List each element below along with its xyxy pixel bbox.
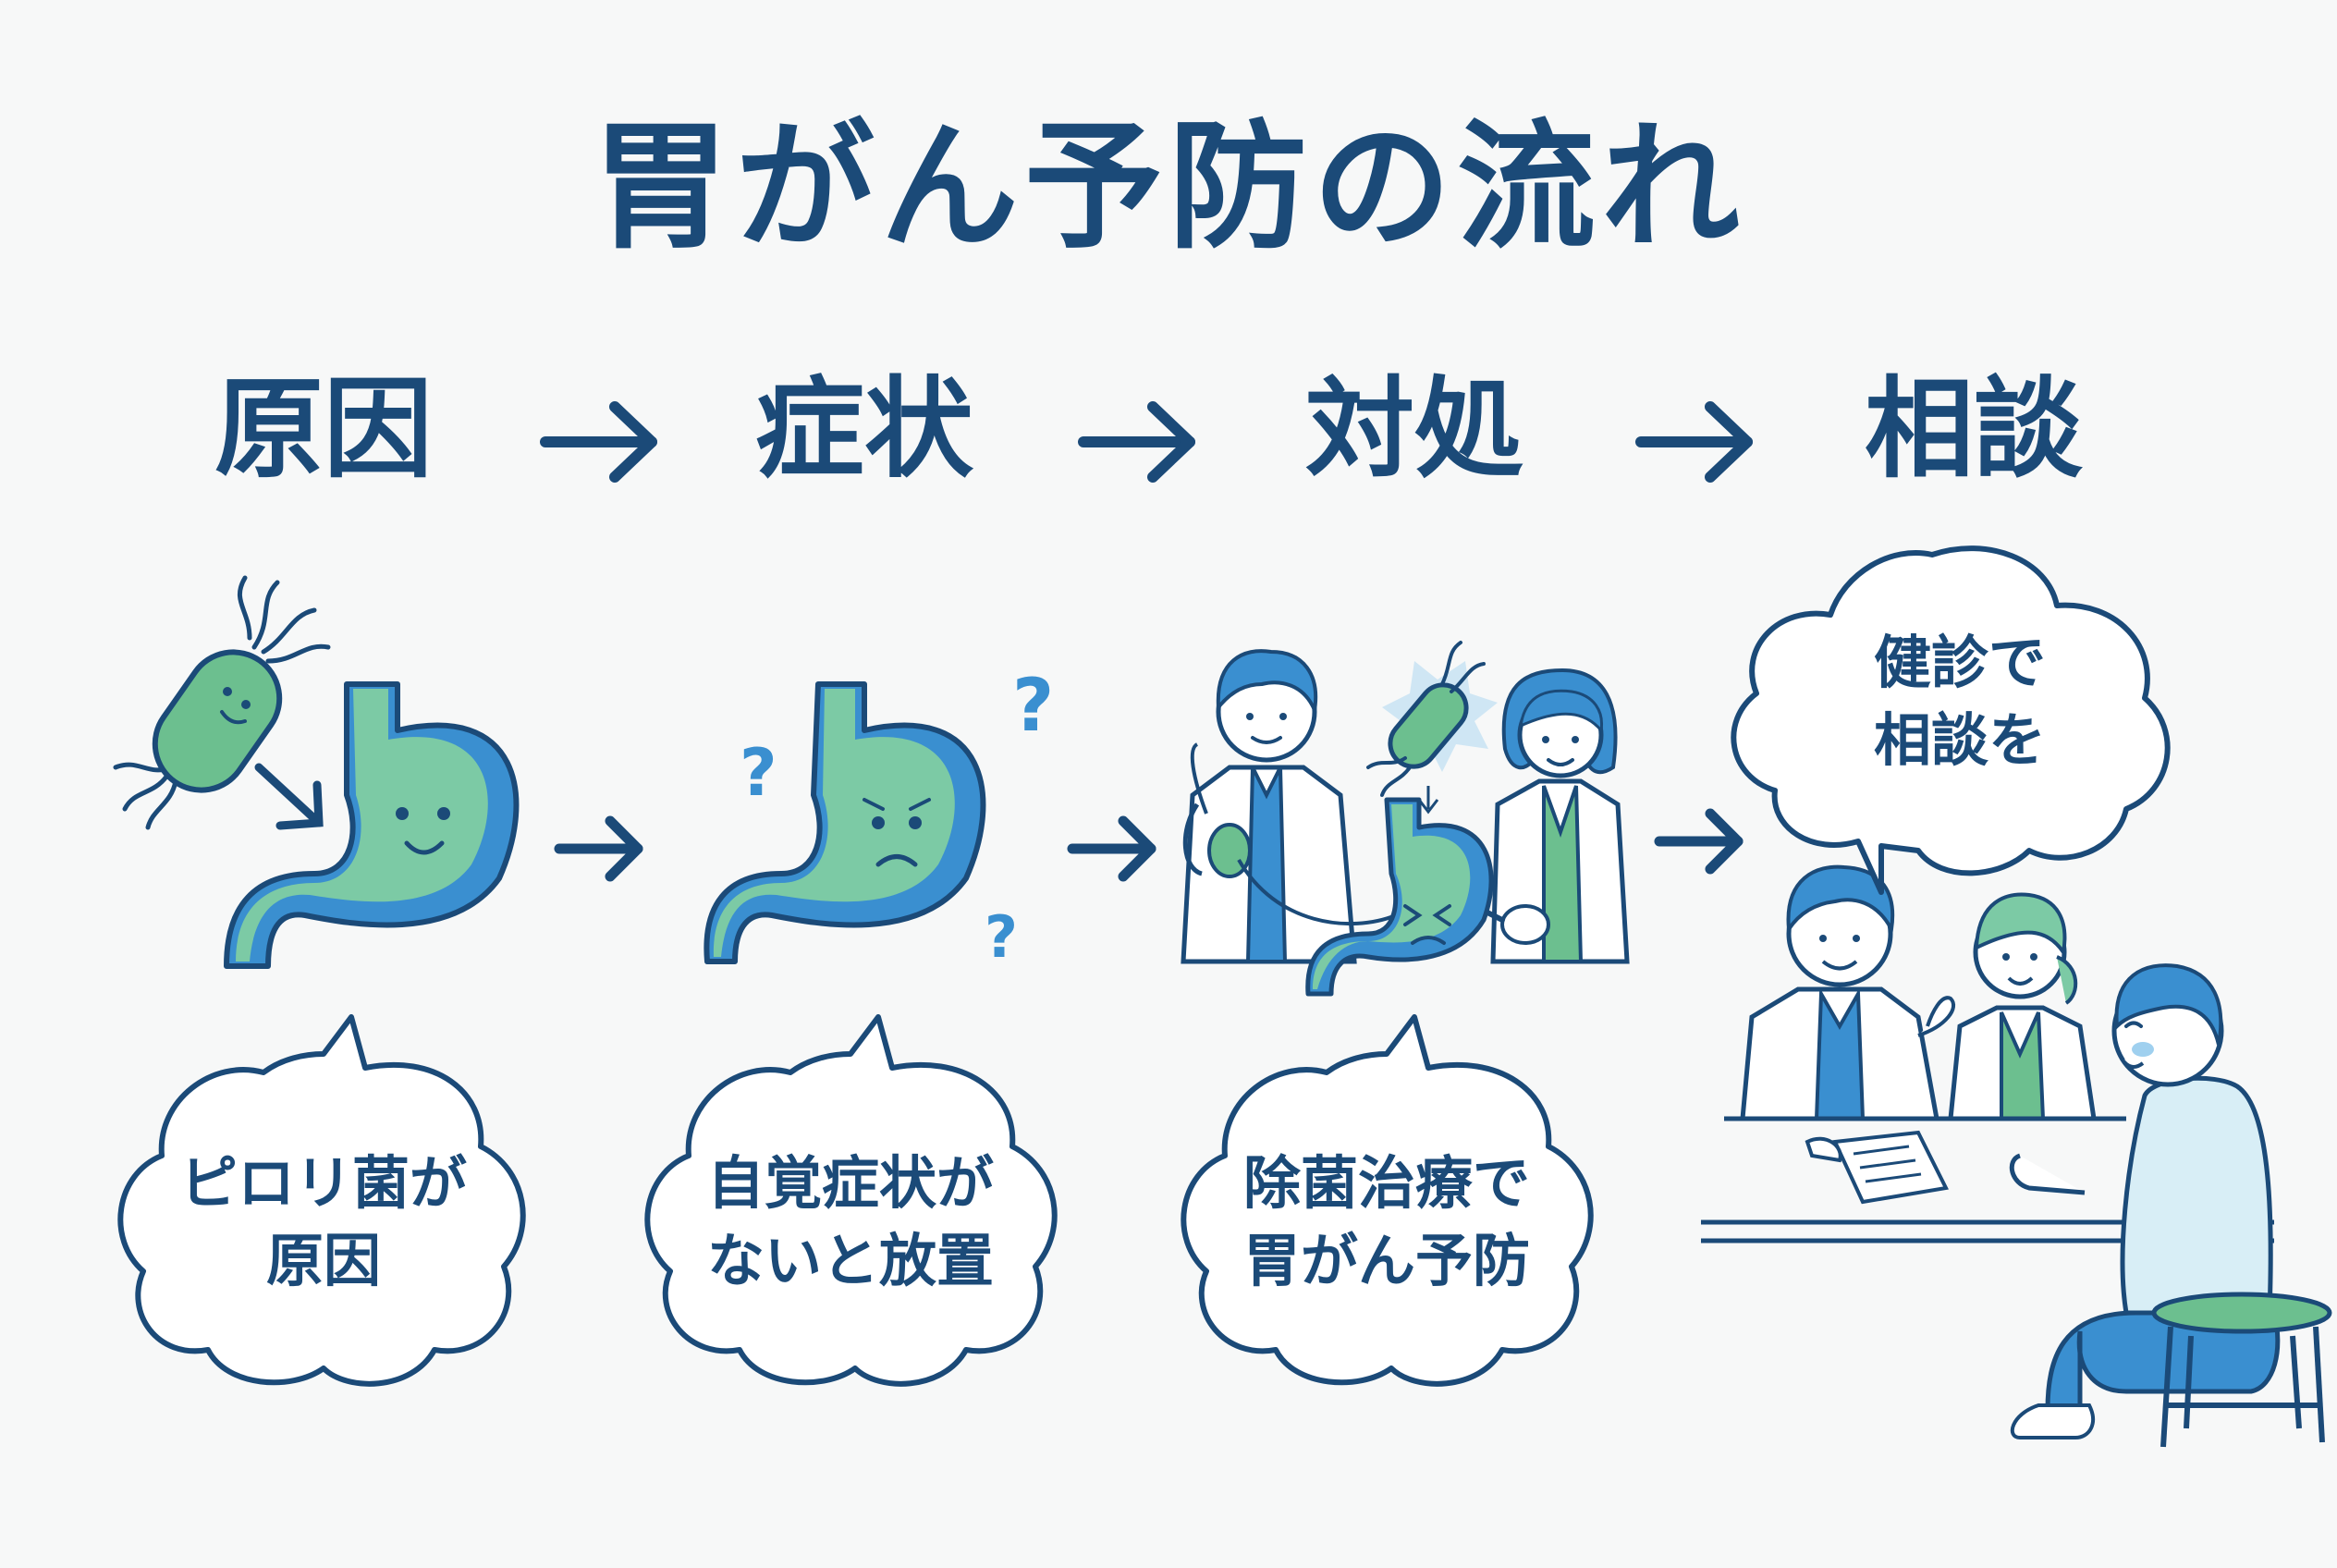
small-bacteria-icon xyxy=(1366,641,1498,815)
bubble-treatment-text: 除菌治療で 胃がん予防 xyxy=(1211,1145,1562,1299)
document-icon xyxy=(1805,1130,1949,1205)
bubble-consult-line-1: 健診で xyxy=(1873,629,2046,696)
patient-icon xyxy=(2009,963,2281,1439)
bubble-cause-line-2: 原因 xyxy=(265,1226,381,1294)
question-mark-3-icon: ? xyxy=(985,903,1018,971)
bubble-consult xyxy=(1731,545,2171,895)
bubble-consult-line-2: 相談を xyxy=(1873,705,2046,774)
bubble-cause-text: ピロリ菌が 原因 xyxy=(157,1145,490,1299)
worried-stomach-icon xyxy=(704,681,986,964)
bubble-treatment-line-1: 除菌治療で xyxy=(1242,1149,1530,1217)
heading-arrow-2-icon xyxy=(1078,401,1195,483)
bubble-symptom-text: 自覚症状が ないと放置 xyxy=(675,1145,1026,1299)
question-mark-1-icon: ? xyxy=(1012,665,1054,748)
step-treatment: 対処 xyxy=(1304,365,1523,493)
bubble-symptom-line-2: ないと放置 xyxy=(706,1226,994,1294)
bubble-symptom xyxy=(644,1014,1058,1387)
bacteria-icon xyxy=(113,575,331,830)
page-title: 胃がん予防の流れ xyxy=(591,107,1745,268)
treated-stomach-icon xyxy=(1305,797,1494,997)
happy-stomach-icon xyxy=(224,681,520,969)
stool-icon xyxy=(2151,1292,2332,1448)
flow-arrow-1-icon xyxy=(554,815,643,882)
bubble-cause-line-1: ピロリ菌が xyxy=(179,1149,467,1217)
question-mark-2-icon: ? xyxy=(740,735,777,811)
step-cause: 原因 xyxy=(214,365,433,493)
consult-doctor-male-icon xyxy=(1740,864,1956,1121)
step-consult: 相談 xyxy=(1864,365,2083,493)
bubble-treatment-line-2: 胃がん予防 xyxy=(1242,1226,1530,1294)
female-doctor-icon xyxy=(1444,668,1630,964)
heading-arrow-3-icon xyxy=(1635,401,1753,483)
bubble-symptom-line-1: 自覚症状が xyxy=(706,1149,994,1217)
step-symptom: 症状 xyxy=(754,365,973,493)
heading-arrow-1-icon xyxy=(540,401,657,483)
bubble-consult-text: 健診で 相談を xyxy=(1803,624,2117,778)
bubble-cause xyxy=(117,1014,526,1387)
bubble-treatment xyxy=(1181,1014,1594,1387)
flow-arrow-2-icon xyxy=(1067,815,1156,882)
male-doctor-icon xyxy=(1181,649,1397,964)
flow-arrow-3-icon xyxy=(1654,808,1744,875)
bacteria-arrow-icon xyxy=(254,763,324,830)
consult-doctor-female-icon xyxy=(1948,892,2097,1121)
